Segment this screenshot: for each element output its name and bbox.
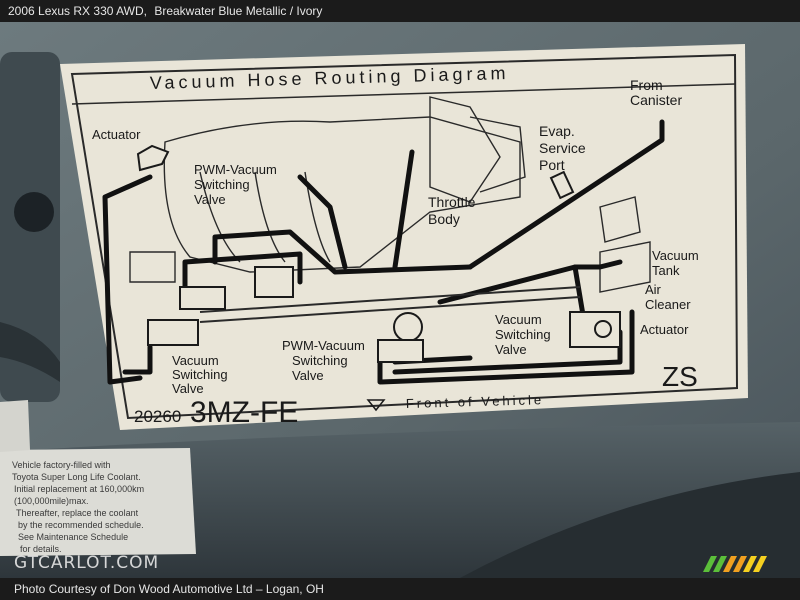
coolant-line-4: (100,000mile)max. — [14, 496, 89, 506]
label-zs: ZS — [662, 361, 698, 392]
evap-line-3: Port — [539, 157, 565, 173]
photo-credit: Photo Courtesy of Don Wood Automotive Lt… — [0, 578, 800, 600]
pwm-valve-bottom-body — [393, 312, 423, 342]
engine-bay-photo: Vacuum Hose Routing Diagram — [0, 22, 800, 578]
label-pwm-valve-top: PWM-Vacuum Switching Valve — [194, 162, 280, 207]
coolant-line-7: See Maintenance Schedule — [18, 532, 128, 542]
vac-left-line-3: Valve — [172, 381, 204, 396]
left-valve-body — [147, 319, 199, 346]
pwm-bottom-line-3: Valve — [292, 368, 324, 383]
watermark-stripes-logo — [703, 556, 767, 572]
coolant-line-5: Thereafter, replace the coolant — [16, 508, 139, 518]
label-engine: 3MZ-FE — [190, 396, 298, 429]
throttle-line-1: Throttle — [428, 194, 476, 210]
pwm-valve-top-body — [179, 286, 226, 310]
vacuum-hoses — [102, 119, 665, 385]
vac-right-line-1: Vacuum — [495, 312, 542, 327]
vehicle-title: 2006 Lexus RX 330 AWD, — [8, 4, 147, 18]
label-pwm-valve-bottom: PWM-Vacuum Switching Valve — [282, 338, 368, 383]
canister-line-2: Canister — [630, 92, 682, 108]
vac-right-line-3: Valve — [495, 342, 527, 357]
vacuum-label: Vacuum Hose Routing Diagram — [60, 44, 748, 430]
evap-line-1: Evap. — [539, 123, 575, 139]
pwm-bottom-line-2: Switching — [292, 353, 348, 368]
vac-right-line-2: Switching — [495, 327, 551, 342]
canister-line-1: From — [630, 77, 663, 93]
label-front-of-vehicle: Front of Vehicle — [406, 392, 545, 411]
pwm-top-line-3: Valve — [194, 192, 226, 207]
label-throttle-body: Throttle Body — [428, 194, 479, 227]
tank-line-1: Vacuum — [652, 248, 699, 263]
label-vacuum-tank: Vacuum Tank — [652, 248, 702, 278]
label-code: 20260 — [134, 407, 181, 426]
pwm-bottom-line-1: PWM-Vacuum — [282, 338, 365, 353]
pwm-top-line-2: Switching — [194, 177, 250, 192]
front-arrow-icon — [366, 399, 386, 412]
label-actuator-top-left: Actuator — [92, 127, 141, 142]
label-vacuum-valve-right: Vacuum Switching Valve — [495, 312, 554, 357]
center-valve-body — [254, 266, 294, 298]
bracket-cable — [0, 322, 60, 382]
label-from-canister: From Canister — [630, 77, 682, 108]
tank-line-2: Tank — [652, 263, 680, 278]
label-vacuum-valve-left: Vacuum Switching Valve — [172, 353, 231, 396]
throttle-line-2: Body — [428, 211, 460, 227]
vac-left-line-1: Vacuum — [172, 353, 219, 368]
label-evap-port: Evap. Service Port — [539, 123, 590, 173]
evap-port — [549, 170, 575, 200]
coolant-text: Vehicle factory-filled with Toyota Super… — [12, 460, 147, 554]
bracket-hole — [14, 192, 54, 232]
coolant-sticker: Vehicle factory-filled with Toyota Super… — [0, 448, 196, 556]
label-actuator-right: Actuator — [640, 322, 689, 337]
cleaner-line-1: Air — [645, 282, 662, 297]
photo-scene: Vacuum Hose Routing Diagram — [0, 22, 800, 578]
paint-color: Breakwater Blue Metallic / Ivory — [154, 4, 323, 18]
photo-caption: 2006 Lexus RX 330 AWD, Breakwater Blue M… — [0, 0, 800, 22]
hose-outlines — [199, 286, 581, 323]
title-rule — [71, 83, 736, 105]
evap-line-2: Service — [539, 140, 586, 156]
pwm-valve-bottom-base — [377, 339, 424, 363]
coolant-line-2: Toyota Super Long Life Coolant. — [12, 472, 141, 482]
coolant-line-1: Vehicle factory-filled with — [12, 460, 111, 470]
cleaner-line-2: Cleaner — [645, 297, 691, 312]
components — [136, 144, 621, 363]
coolant-line-3: Initial replacement at 160,000km — [14, 484, 144, 494]
coolant-line-6: by the recommended schedule. — [18, 520, 144, 530]
left-actuator — [136, 144, 170, 172]
coolant-line-8: for details. — [20, 544, 62, 554]
pwm-top-line-1: PWM-Vacuum — [194, 162, 277, 177]
small-tag — [0, 400, 30, 452]
label-air-cleaner: Air Cleaner — [645, 282, 691, 312]
vac-left-line-2: Switching — [172, 367, 228, 382]
right-actuator — [594, 320, 612, 338]
panel-recess — [460, 472, 800, 578]
coolant-sticker-sheet — [0, 448, 196, 556]
watermark-text: GTCARLOT.COM — [14, 553, 160, 573]
